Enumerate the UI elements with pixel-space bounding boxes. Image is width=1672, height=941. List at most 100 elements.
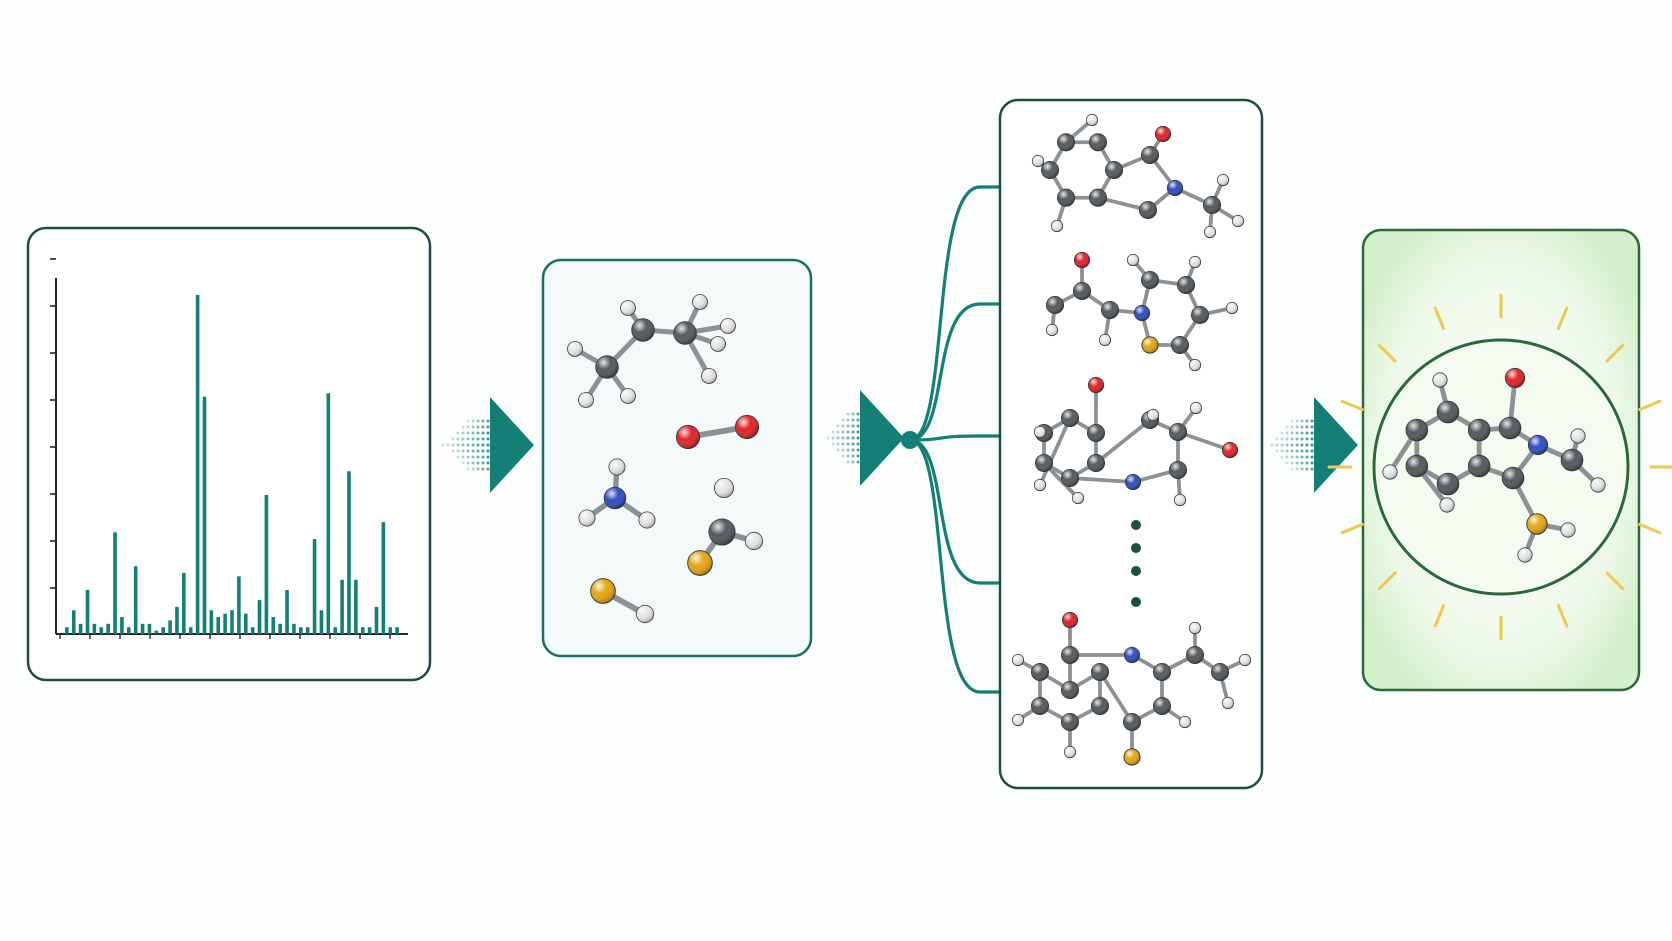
atom-shading bbox=[1091, 663, 1109, 681]
arrow-dot bbox=[1300, 425, 1304, 429]
atom-shading bbox=[1051, 220, 1063, 232]
atom-shading bbox=[578, 392, 594, 408]
arrow-dot bbox=[1290, 443, 1294, 447]
arrow-dot bbox=[486, 449, 490, 453]
atom-shading bbox=[604, 487, 626, 509]
atom-shading bbox=[1034, 426, 1046, 438]
arrow-dot bbox=[1290, 467, 1294, 471]
arrow-dot bbox=[481, 419, 485, 423]
arrow-dot bbox=[1300, 461, 1304, 465]
arrow-dot bbox=[466, 455, 470, 459]
arrow-dot bbox=[446, 443, 450, 447]
spectrum-peak bbox=[299, 627, 303, 634]
arrow-dot bbox=[1295, 455, 1299, 459]
arrow-dot bbox=[476, 461, 480, 465]
spectrum-peak bbox=[175, 606, 179, 634]
arrow-dot bbox=[476, 443, 480, 447]
arrow-dot bbox=[456, 431, 460, 435]
arrow-dot bbox=[1310, 455, 1314, 459]
spectrum-peak bbox=[161, 627, 165, 634]
arrow-dot bbox=[851, 460, 855, 464]
arrow-dot bbox=[826, 436, 830, 440]
atom-shading bbox=[1570, 428, 1586, 444]
arrow-dot bbox=[1285, 461, 1289, 465]
arrow-dot bbox=[851, 454, 855, 458]
branch-arrow bbox=[909, 424, 1035, 448]
atom-shading bbox=[1062, 612, 1078, 628]
arrow-dot bbox=[1295, 431, 1299, 435]
arrow-dot bbox=[1305, 431, 1309, 435]
arrow-dot bbox=[486, 467, 490, 471]
arrow-dot bbox=[1300, 455, 1304, 459]
arrow-dot bbox=[481, 431, 485, 435]
arrow-dot bbox=[1295, 437, 1299, 441]
arrow-dot bbox=[466, 419, 470, 423]
result-panel bbox=[1327, 228, 1672, 692]
arrow-dot bbox=[451, 437, 455, 441]
arrow-head bbox=[860, 390, 904, 486]
arrow-dot bbox=[846, 460, 850, 464]
spectrum-peak bbox=[354, 579, 358, 634]
arrow-dot bbox=[476, 449, 480, 453]
arrow-dot bbox=[841, 436, 845, 440]
ray bbox=[1638, 522, 1662, 535]
atom-shading bbox=[1088, 377, 1104, 393]
bond bbox=[1068, 476, 1135, 484]
spectrum-peak bbox=[305, 627, 310, 634]
arrow-dot bbox=[841, 424, 845, 428]
arrow-dot bbox=[1285, 437, 1289, 441]
arrow-dot bbox=[1290, 449, 1294, 453]
atom-shading bbox=[720, 318, 736, 334]
atom-shading bbox=[735, 415, 759, 439]
atom-shading bbox=[1499, 417, 1521, 439]
arrow-dot bbox=[471, 467, 475, 471]
arrow-dot bbox=[1295, 419, 1299, 423]
arrow-dot bbox=[471, 437, 475, 441]
arrow-dot bbox=[1310, 431, 1314, 435]
arrow-dot bbox=[476, 431, 480, 435]
atom-shading bbox=[631, 318, 655, 342]
arrow-dot bbox=[1305, 437, 1309, 441]
arrow-dot bbox=[1290, 425, 1294, 429]
arrow-dot bbox=[466, 449, 470, 453]
spectrum-peak bbox=[395, 627, 399, 634]
branch-arrow bbox=[909, 438, 1035, 595]
arrow-dot bbox=[466, 461, 470, 465]
atom-shading bbox=[1211, 663, 1229, 681]
arrow-dot bbox=[856, 448, 860, 452]
atom-shading bbox=[1064, 746, 1076, 758]
arrow-dot bbox=[471, 455, 475, 459]
spectrum-peak bbox=[347, 471, 351, 634]
arrow-dot bbox=[481, 437, 485, 441]
arrow-dot bbox=[1300, 467, 1304, 471]
atom-shading bbox=[1189, 256, 1201, 268]
spectrum-peak bbox=[243, 613, 248, 634]
spectrum-peak bbox=[285, 589, 289, 634]
arrow-dot bbox=[486, 437, 490, 441]
arrow-dot bbox=[1285, 449, 1289, 453]
atom-shading bbox=[1123, 748, 1141, 766]
atom-shading bbox=[1057, 133, 1075, 151]
arrow-dot bbox=[466, 431, 470, 435]
atom-shading bbox=[1155, 126, 1171, 142]
arrow-dot bbox=[476, 425, 480, 429]
atom-shading bbox=[1232, 215, 1244, 227]
atom-shading bbox=[1061, 713, 1079, 731]
arrow-dot bbox=[851, 418, 855, 422]
flow-arrow-2 bbox=[826, 390, 904, 486]
spectrum-peak bbox=[99, 627, 104, 634]
arrow-dot bbox=[836, 448, 840, 452]
fragment-molecules bbox=[567, 294, 764, 624]
atom-shading bbox=[1528, 435, 1548, 455]
arrow-dot bbox=[481, 449, 485, 453]
arrow-dot bbox=[461, 431, 465, 435]
atom-shading bbox=[1074, 252, 1090, 268]
arrow-dot bbox=[486, 431, 490, 435]
arrow-dot bbox=[841, 442, 845, 446]
arrow-dot bbox=[451, 449, 455, 453]
atom-shading bbox=[1061, 469, 1079, 487]
atom-shading bbox=[1177, 276, 1195, 294]
atom-shading bbox=[1437, 473, 1459, 495]
spectrum-peak bbox=[271, 617, 276, 634]
